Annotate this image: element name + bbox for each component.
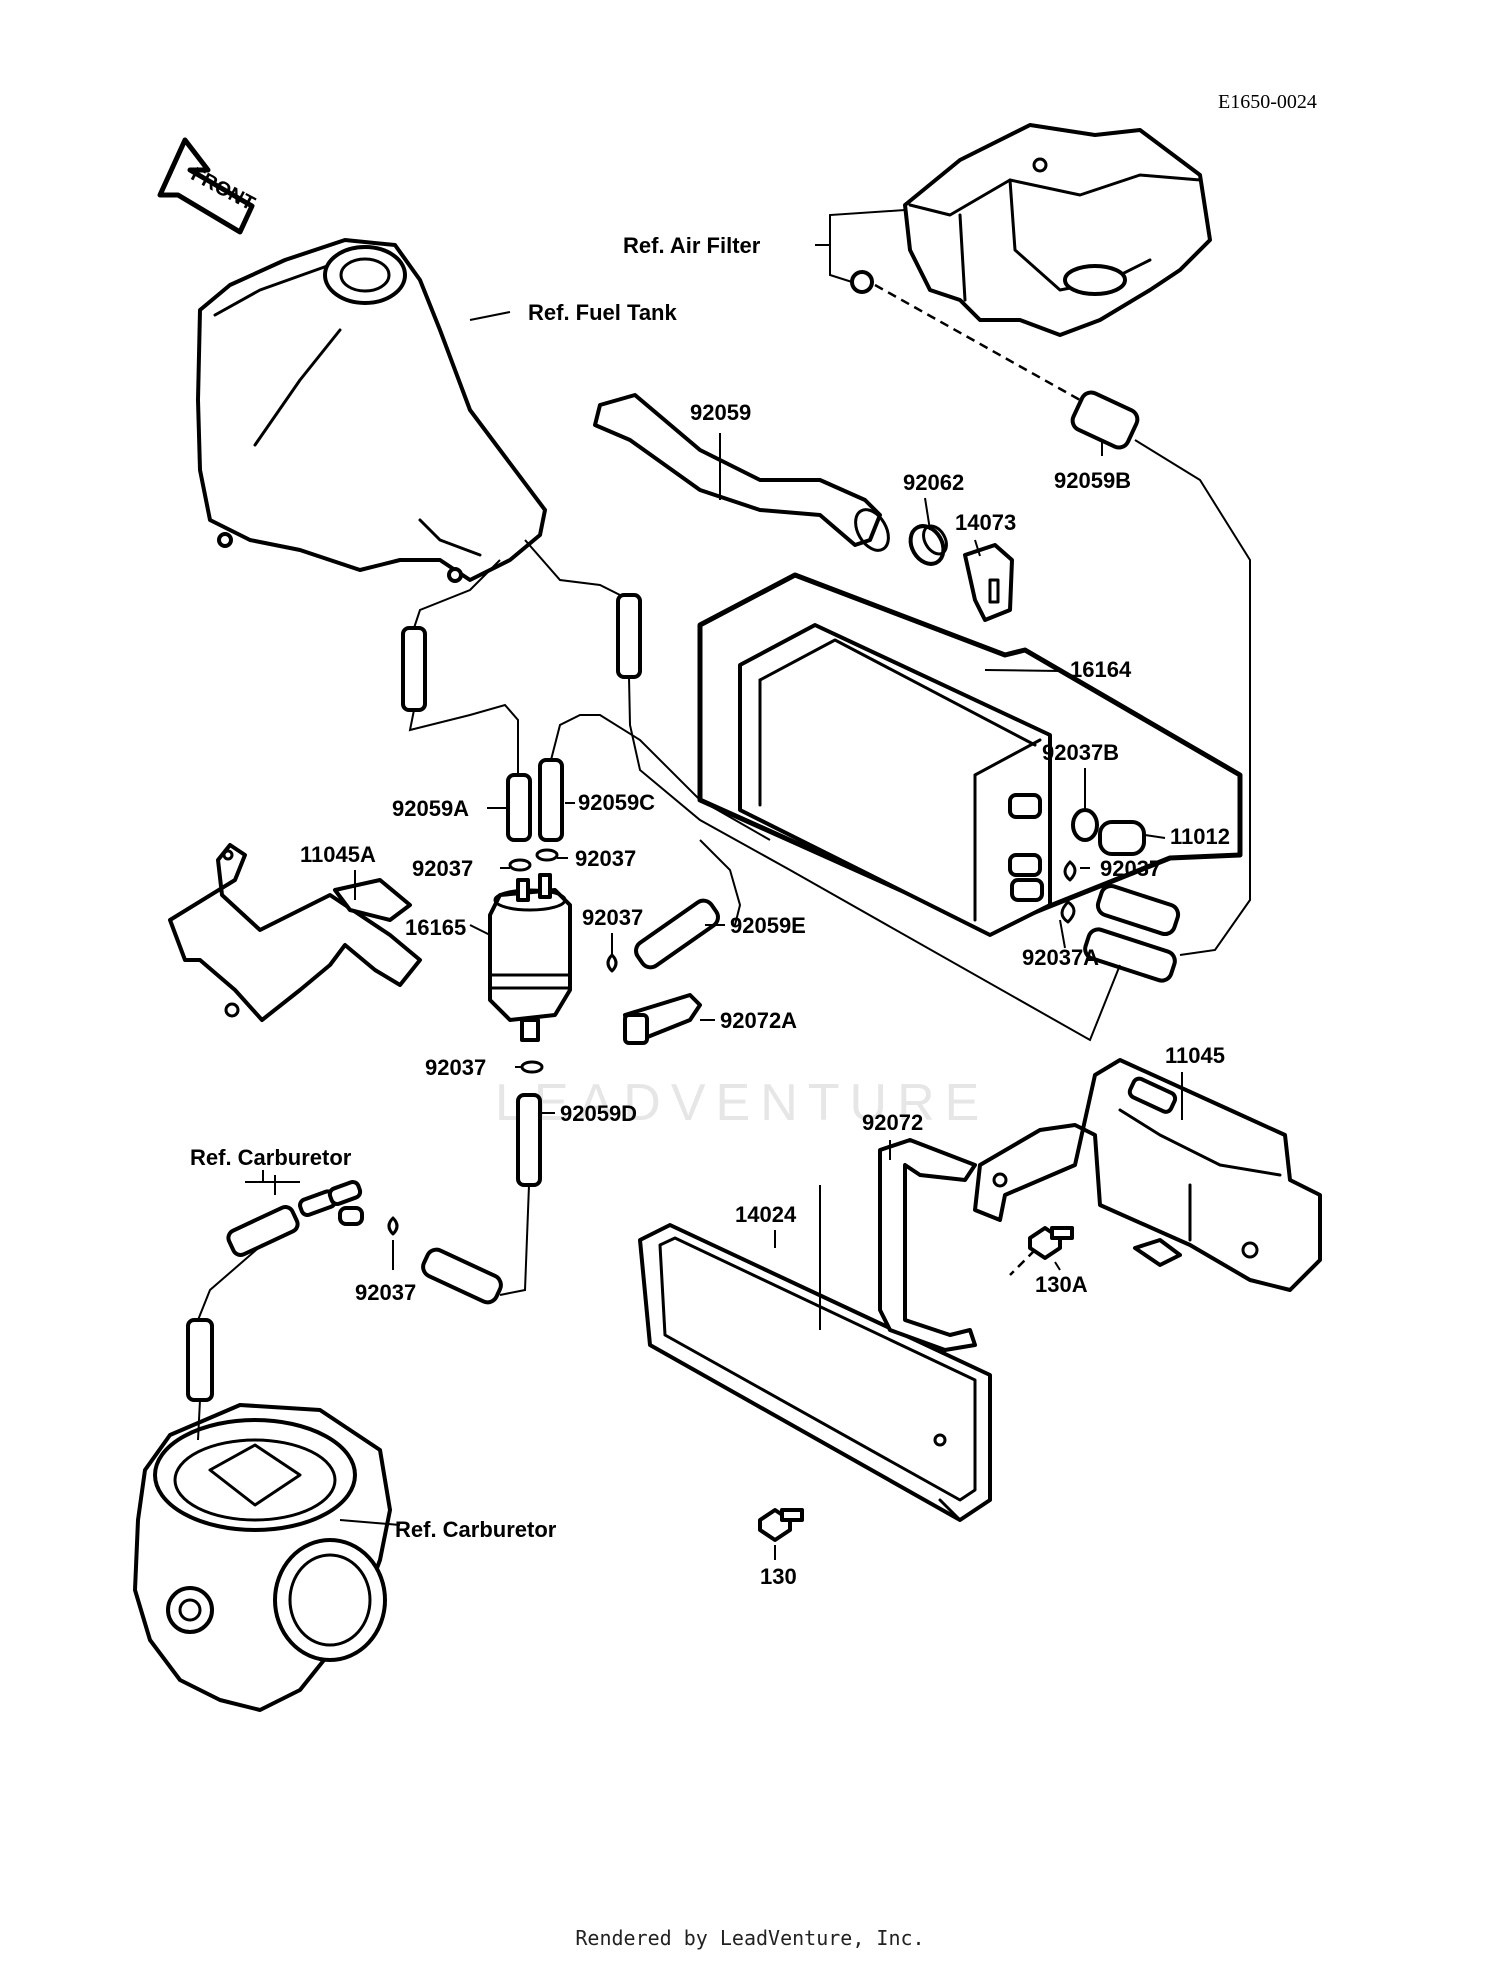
part-92059c: 92059C — [578, 790, 655, 815]
clip-92037-c — [606, 953, 618, 973]
part-16165: 16165 — [405, 915, 466, 940]
part-130: 130 — [760, 1564, 797, 1589]
routing-lines — [197, 283, 1251, 1441]
hose-92059b — [1070, 390, 1140, 450]
part-92037-right: 92037 — [1100, 856, 1161, 881]
clip-92037a — [1060, 900, 1076, 924]
part-92059b: 92059B — [1054, 468, 1131, 493]
part-92059d: 92059D — [560, 1101, 637, 1126]
part-92062: 92062 — [903, 470, 964, 495]
clip-92037-e — [387, 1216, 399, 1236]
part-92037b: 92037B — [1042, 740, 1119, 765]
strap-92072 — [878, 1138, 977, 1352]
hose-left-b — [616, 593, 642, 679]
ref-carburetor-bottom: Ref. Carburetor — [395, 1517, 557, 1542]
leader-lines — [245, 209, 1183, 1560]
cap-11012 — [1098, 820, 1146, 856]
part-92037a: 92037A — [1022, 945, 1099, 970]
clip-92037-a — [508, 858, 532, 872]
part-92037-d: 92037 — [425, 1055, 486, 1080]
clip-92037-b — [535, 848, 559, 862]
front-arrow-icon: FRONT — [157, 137, 258, 235]
bolt-130 — [758, 1508, 804, 1542]
hose-right-upper — [1095, 883, 1181, 937]
hose-lower-mid — [421, 1247, 503, 1305]
clip-92037-d — [520, 1060, 544, 1074]
part-11045: 11045 — [1165, 1043, 1225, 1068]
clamp-92062 — [908, 524, 948, 566]
hose-carb-short — [226, 1205, 300, 1257]
part-92037-a: 92037 — [412, 856, 473, 881]
holder-14073 — [963, 543, 1014, 622]
part-92059a: 92059A — [392, 796, 469, 821]
part-92059e: 92059E — [730, 913, 806, 938]
hose-carb-vertical — [186, 1318, 214, 1402]
ref-fuel-tank: Ref. Fuel Tank — [528, 300, 677, 325]
part-92037-e: 92037 — [355, 1280, 416, 1305]
ref-carburetor-top: Ref. Carburetor — [190, 1145, 352, 1170]
hose-92059e — [634, 898, 720, 970]
part-92072: 92072 — [862, 1110, 923, 1135]
bolt-130a — [1028, 1226, 1074, 1260]
part-16164: 16164 — [1070, 657, 1132, 682]
part-11045a: 11045A — [300, 842, 376, 867]
t-fitting — [298, 1180, 364, 1226]
ref-air-filter: Ref. Air Filter — [623, 233, 761, 258]
bracket-11045 — [973, 1058, 1322, 1292]
clamp-92072a — [623, 993, 702, 1045]
hose-92059d — [516, 1093, 542, 1187]
hose-right-lower — [1083, 927, 1177, 983]
part-92072a: 92072A — [720, 1008, 797, 1033]
clip-92037-right — [1063, 860, 1077, 882]
carburetor — [133, 1403, 392, 1712]
diagram-code: E1650-0024 — [1218, 91, 1317, 113]
hose-92059c — [538, 758, 564, 842]
part-92037-b: 92037 — [575, 846, 636, 871]
clip-92037b — [1071, 808, 1099, 842]
part-11012: 11012 — [1170, 824, 1230, 849]
part-14073: 14073 — [955, 510, 1016, 535]
air-filter-housing — [850, 123, 1212, 337]
part-14024: 14024 — [735, 1202, 797, 1227]
fuel-tank — [196, 238, 547, 583]
canister-16164 — [738, 623, 1052, 937]
part-92037-c: 92037 — [582, 905, 643, 930]
footer-credit: Rendered by LeadVenture, Inc. — [575, 1926, 925, 1950]
fuel-filter-16165 — [488, 873, 572, 1042]
part-130a: 130A — [1035, 1272, 1088, 1297]
watermark: LEADVENTURE — [495, 1074, 989, 1132]
hose-left-a — [401, 626, 427, 712]
part-92059: 92059 — [690, 400, 751, 425]
bracket-11045a — [168, 843, 422, 1022]
hose-92059a — [506, 773, 532, 842]
battery-case-14024 — [638, 1223, 992, 1522]
canister-outline — [697, 572, 1243, 933]
